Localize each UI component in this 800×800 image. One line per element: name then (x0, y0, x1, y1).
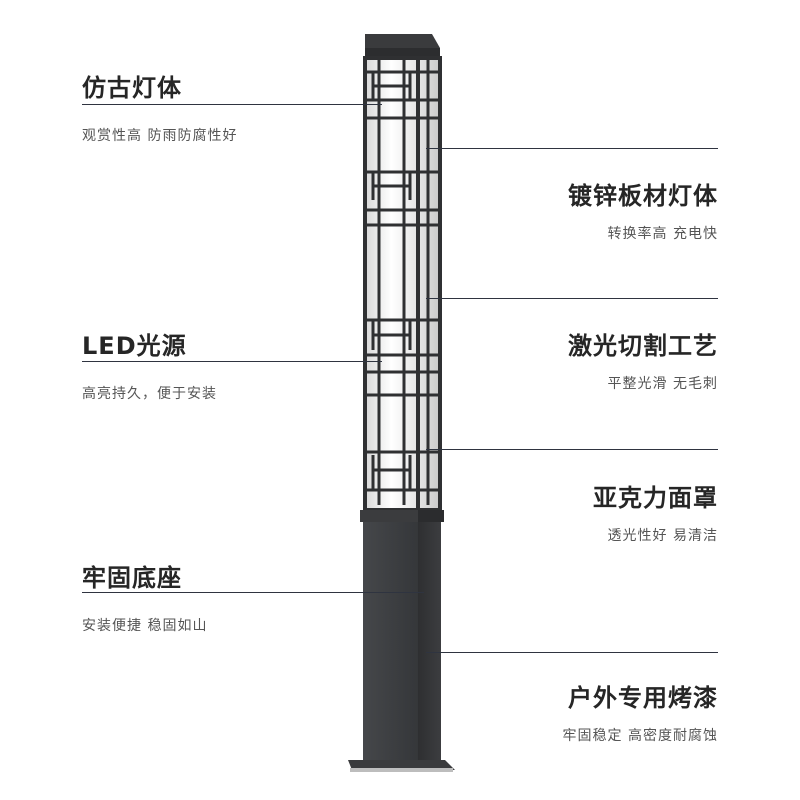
leader-line-galvanized (426, 148, 718, 149)
feature-subtitle: 牢固稳定 高密度耐腐蚀 (562, 728, 718, 744)
feature-title: 牢固底座 (82, 564, 182, 592)
feature-subtitle: 高亮持久，便于安装 (82, 386, 217, 402)
lamp-foot-plate (348, 760, 455, 772)
leader-line-led-source (82, 361, 382, 362)
feature-subtitle: 转换率高 充电快 (607, 226, 718, 242)
feature-subtitle: 透光性好 易清洁 (607, 528, 718, 544)
feature-acrylic-cover: 亚克力面罩 透光性好 易清洁 (593, 478, 718, 545)
leader-line-laser-cut (426, 298, 718, 299)
feature-laser-cutting: 激光切割工艺 平整光滑 无毛刺 (568, 326, 718, 393)
feature-title: 仿古灯体 (82, 74, 182, 102)
lamp-top-cap (365, 34, 440, 58)
feature-subtitle: 平整光滑 无毛刺 (607, 376, 718, 392)
feature-led-source: LED光源 高亮持久，便于安装 (82, 326, 217, 403)
feature-title: 户外专用烤漆 (568, 684, 718, 712)
leader-line-base (82, 592, 424, 593)
feature-title: 激光切割工艺 (568, 332, 718, 360)
lamp-base-column (363, 522, 441, 760)
feature-outdoor-paint: 户外专用烤漆 牢固稳定 高密度耐腐蚀 (563, 678, 718, 745)
feature-sturdy-base: 牢固底座 安装便捷 稳固如山 (82, 558, 207, 635)
feature-antique-body: 仿古灯体 观赏性高 防雨防腐性好 (82, 68, 237, 145)
leader-line-acrylic (426, 449, 718, 450)
lattice-pattern (365, 58, 418, 505)
feature-title: 亚克力面罩 (593, 484, 718, 512)
feature-subtitle: 观赏性高 防雨防腐性好 (82, 128, 238, 144)
feature-title: LED光源 (82, 332, 187, 360)
leader-line-paint (426, 652, 718, 653)
feature-subtitle: 安装便捷 稳固如山 (82, 618, 208, 634)
lattice-pattern-side (418, 58, 440, 505)
base-collar (360, 510, 444, 522)
feature-title: 镀锌板材灯体 (568, 182, 718, 210)
feature-galvanized-body: 镀锌板材灯体 转换率高 充电快 (568, 176, 718, 243)
leader-line-antique-body (82, 104, 382, 105)
